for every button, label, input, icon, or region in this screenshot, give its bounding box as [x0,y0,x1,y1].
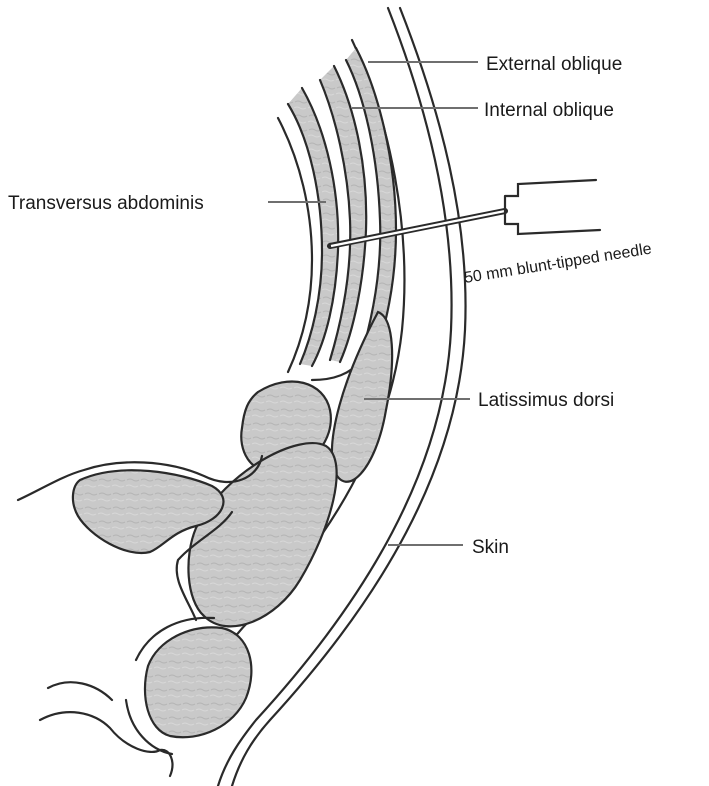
erector-spinae-muscle [188,443,336,626]
multifidus-muscle [145,627,251,737]
internal-oblique-label: Internal oblique [484,100,614,121]
transversus-abdominis-label: Transversus abdominis [8,193,204,214]
skin-label: Skin [472,537,509,558]
latissimus-dorsi-label: Latissimus dorsi [478,390,614,411]
external-oblique-label: External oblique [486,54,622,75]
needle-label: 50 mm blunt-tipped needle [463,241,653,287]
needle-syringe [330,180,600,246]
